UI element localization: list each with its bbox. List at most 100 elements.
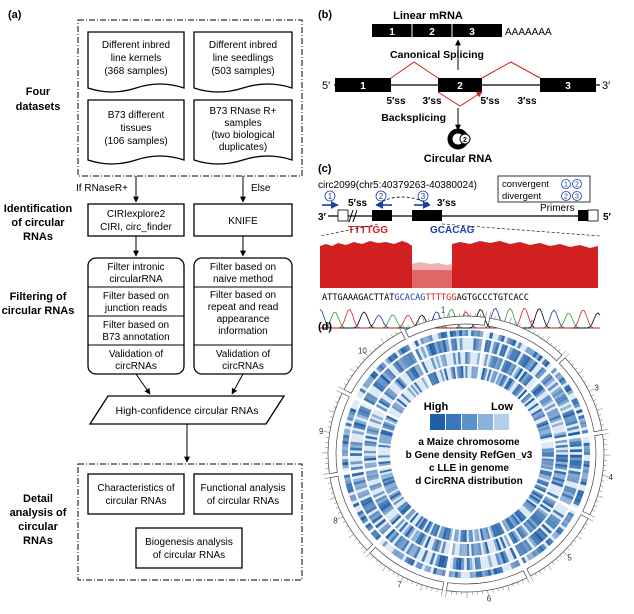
heat-track-bin	[396, 551, 403, 559]
heat-track-bin	[369, 482, 382, 489]
heat-track-bin	[555, 528, 562, 535]
heat-track-bin	[378, 364, 385, 371]
heat-track-bin	[495, 538, 502, 551]
heat-track-bin	[508, 338, 514, 346]
heat-track-bin	[504, 361, 513, 374]
backsplicing-label: Backsplicing	[381, 112, 446, 124]
heat-track-bin	[385, 417, 397, 424]
heat-track-bin	[446, 528, 452, 541]
heat-track-bin	[524, 346, 531, 354]
heat-track-bin	[497, 334, 503, 342]
circular-rna-label: Circular RNA	[424, 153, 493, 165]
heat-track-bin	[378, 460, 391, 465]
heat-track-bin	[398, 502, 409, 513]
heat-track-bin	[503, 377, 512, 390]
heat-track-bin	[390, 493, 403, 502]
heat-track-bin	[533, 386, 545, 397]
heat-track-bin	[407, 369, 417, 381]
tools-right-label: KNIFE	[228, 216, 258, 227]
heat-track-bin	[378, 399, 390, 409]
heat-track-bin	[569, 440, 582, 445]
chromosome-tick	[369, 350, 373, 354]
heat-track-bin	[474, 557, 479, 570]
heat-track-bin	[458, 330, 463, 337]
heat-track-bin	[398, 521, 409, 533]
chromosome-tick	[534, 573, 537, 577]
heat-track-bin	[551, 481, 564, 488]
heat-track-bin	[569, 459, 582, 464]
heat-track-bin	[415, 561, 421, 569]
heat-track-bin	[354, 481, 367, 488]
heat-track-bin	[381, 504, 393, 514]
heat-track-bin	[508, 364, 517, 376]
pre-mrna-5prime: 5′	[322, 80, 330, 92]
heat-track-bin	[383, 479, 396, 486]
heat-track-bin	[420, 518, 429, 531]
heat-track-bin	[541, 460, 554, 464]
heat-track-bin	[540, 373, 552, 384]
heat-track-bin	[539, 473, 552, 479]
tools-left-line1: CIRIexplore2	[107, 209, 166, 220]
heat-track-bin	[470, 330, 475, 337]
chromosome-tick	[400, 576, 404, 583]
heat-track-bin	[496, 523, 503, 535]
analysis-characteristics-line1: Characteristics of	[97, 483, 174, 494]
heat-track-bin	[375, 518, 387, 529]
heat-track-bin	[394, 518, 405, 529]
heat-track-bin	[372, 531, 380, 539]
heat-track-bin	[571, 397, 578, 404]
heat-track-bin	[580, 478, 588, 483]
heat-track-bin	[366, 430, 379, 436]
ss5-label: 5′ss	[348, 198, 368, 209]
heat-track-bin	[404, 508, 415, 519]
heat-track-bin	[402, 524, 412, 536]
chromosome-tick	[546, 336, 550, 342]
heat-track-bin	[526, 519, 537, 530]
seq-part-1: ATTGAAAGACTTAT	[322, 293, 394, 303]
heat-track-bin	[382, 425, 395, 432]
heat-track-bin	[380, 431, 393, 437]
mrna-exon-2	[412, 24, 452, 37]
heat-track-bin	[400, 347, 406, 355]
heat-track-bin	[573, 500, 580, 506]
heat-track-bin	[553, 391, 566, 400]
heat-track-bin	[541, 523, 553, 534]
heat-track-bin	[493, 342, 500, 355]
heat-track-bin	[551, 421, 564, 428]
heat-track-bin	[541, 450, 554, 453]
heat-track-bin	[538, 428, 551, 434]
heat-track-bin	[396, 398, 408, 408]
heat-track-bin	[528, 552, 535, 559]
legend-high: High	[424, 401, 449, 413]
heat-track-bin	[546, 407, 559, 416]
heat-track-bin	[383, 506, 395, 516]
heat-track-bin	[536, 480, 549, 487]
heat-track-bin	[543, 498, 555, 507]
heat-track-bin	[567, 511, 575, 518]
chromosome-tick	[436, 588, 438, 592]
heat-track-bin	[583, 445, 590, 450]
heat-track-bin	[455, 557, 460, 570]
heat-track-bin	[553, 431, 567, 437]
polya-tail: AAAAAAA	[505, 27, 552, 38]
heat-track-bin	[393, 496, 405, 506]
heat-track-bin	[382, 423, 395, 430]
panel-c: (c) circ2099(chr5:40379263-40380024) con…	[318, 163, 612, 329]
dataset-tissues-line2: tissues	[120, 123, 151, 134]
chromosome-tick	[595, 404, 599, 406]
label-four: Four	[26, 86, 51, 98]
heat-track-bin	[533, 548, 540, 556]
heat-track-bin	[388, 490, 401, 498]
primer-legend-box	[497, 175, 591, 203]
chromosome-ideogram	[343, 331, 406, 394]
heat-track-bin	[423, 564, 429, 572]
heat-track-bin	[386, 415, 398, 423]
heat-track-bin	[492, 524, 499, 537]
chromosome-tick	[489, 312, 491, 319]
heat-track-bin	[350, 453, 363, 457]
heat-track-bin	[567, 475, 580, 481]
heat-track-bin	[479, 528, 485, 541]
heat-track-bin	[496, 358, 504, 371]
heat-legend-swatch	[446, 414, 461, 430]
heat-track-bin	[577, 414, 585, 420]
